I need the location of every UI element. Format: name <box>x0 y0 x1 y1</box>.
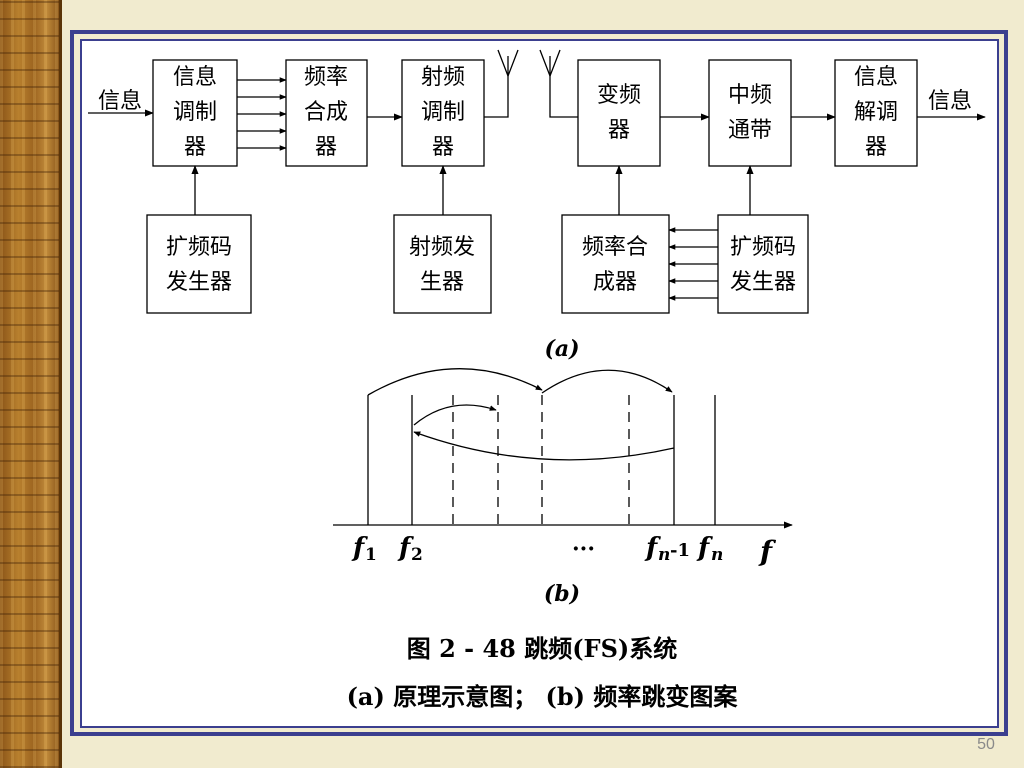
label-fn1-main: f <box>644 533 661 563</box>
label-fn1-tail: -1 <box>670 540 690 561</box>
block-diagram-a: 信息 信息 调制 器 频率 合成 器 射频 调制 器 <box>88 49 986 362</box>
info-modulator-text-2: 调制 <box>173 100 217 125</box>
figure-caption-title: 图 2 - 48 跳频(FS)系统 <box>407 634 678 663</box>
label-ellipsis: ··· <box>572 536 595 562</box>
freq-synth-tx-text-3: 器 <box>315 135 337 160</box>
hopping-pattern-b: f 1 f 2 ··· f n -1 f n f (b) <box>333 368 793 607</box>
output-info-label: 信息 <box>928 89 972 114</box>
parallel-arrows-tx <box>237 77 287 151</box>
hop-arc-fn1-to-f2 <box>413 431 675 461</box>
spread-gen-tx-block <box>146 214 252 314</box>
rf-modulator-text-2: 调制 <box>421 100 465 125</box>
part-a-label: (a) <box>544 336 579 362</box>
freq-synth-tx-block <box>285 59 368 167</box>
label-f2-main: f <box>397 533 414 563</box>
info-modulator-text-3: 器 <box>184 135 206 160</box>
page-number: 50 <box>977 736 995 753</box>
freq-synth-tx-text-1: 频率 <box>304 65 348 90</box>
slide-frame-outer <box>70 30 1008 736</box>
rf-generator-text-1: 射频发 <box>409 235 475 260</box>
spread-gen-tx-text-2: 发生器 <box>166 270 232 295</box>
rf-modulator-text-3: 器 <box>432 135 454 160</box>
info-modulator-block <box>152 59 238 167</box>
freq-synth-tx-text-2: 合成 <box>304 100 348 125</box>
parallel-arrows-rx <box>668 227 718 301</box>
if-bandpass-text-1: 中频 <box>728 83 772 108</box>
hop-arc-f2-to-dashed <box>413 404 497 426</box>
info-demodulator-text-2: 解调 <box>854 100 898 125</box>
label-f1-sub: 1 <box>365 545 377 565</box>
figure-caption-subtitle: (a) 原理示意图； (b) 频率跳变图案 <box>347 682 739 711</box>
axis-label-f: f <box>758 535 777 568</box>
rx-antenna-icon <box>539 49 578 118</box>
input-info-label: 信息 <box>98 89 142 114</box>
label-f2-sub: 2 <box>411 545 423 565</box>
rf-generator-block <box>393 214 492 314</box>
label-fn-main: f <box>696 533 713 563</box>
info-demodulator-block <box>834 59 918 167</box>
part-b-label: (b) <box>544 581 580 607</box>
mixer-text-1: 变频 <box>597 83 641 108</box>
spread-gen-tx-text-1: 扩频码 <box>166 235 232 260</box>
info-demodulator-text-3: 器 <box>865 135 887 160</box>
label-fn1-sub: n <box>658 545 670 565</box>
if-bandpass-text-2: 通带 <box>728 118 772 143</box>
label-f1-main: f <box>351 533 368 563</box>
info-modulator-text-1: 信息 <box>173 65 217 90</box>
freq-synth-rx-text-2: 成器 <box>593 270 637 295</box>
wood-texture-strip <box>0 0 62 768</box>
mixer-block <box>577 59 661 167</box>
info-demodulator-text-1: 信息 <box>854 65 898 90</box>
mixer-text-2: 器 <box>608 118 630 143</box>
spread-gen-rx-block <box>717 214 809 314</box>
freq-synth-rx-text-1: 频率合 <box>582 235 648 260</box>
spread-gen-rx-text-1: 扩频码 <box>730 235 796 260</box>
freq-synth-rx-block <box>561 214 670 314</box>
hop-arc-f1-to-mid <box>367 368 543 396</box>
rf-modulator-text-1: 射频 <box>421 65 465 90</box>
hop-arc-mid-to-fn1 <box>541 369 673 394</box>
if-bandpass-block <box>708 59 792 167</box>
rf-generator-text-2: 生器 <box>420 270 464 295</box>
label-fn-sub: n <box>711 545 723 565</box>
tx-antenna-icon <box>484 49 519 118</box>
spread-gen-rx-text-2: 发生器 <box>730 270 796 295</box>
